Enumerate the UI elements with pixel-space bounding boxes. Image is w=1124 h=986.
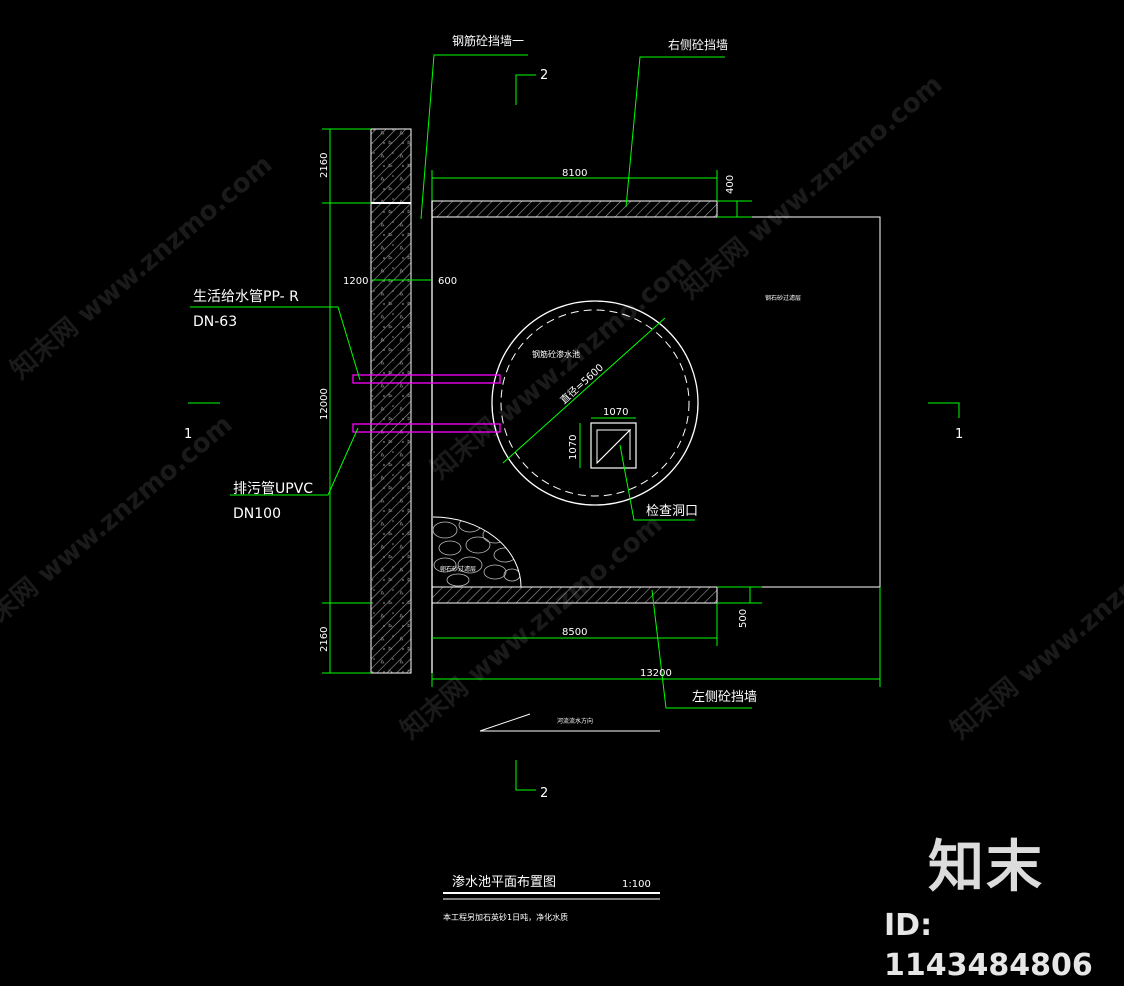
dim-2160-bottom: 2160 bbox=[319, 627, 330, 652]
label-water-pipe-size: DN-63 bbox=[193, 314, 237, 330]
section-mark-top: 2 bbox=[540, 68, 548, 83]
dim-1070-v: 1070 bbox=[568, 435, 579, 460]
gravel-arc bbox=[432, 516, 522, 588]
label-sewage-pipe-size: DN100 bbox=[233, 506, 281, 522]
top-retaining-wall bbox=[431, 200, 718, 218]
dim-13200: 13200 bbox=[640, 668, 672, 679]
flow-direction-arrow bbox=[479, 713, 660, 732]
dim-1070-h: 1070 bbox=[603, 407, 628, 418]
section-mark-left: 1 bbox=[184, 427, 192, 442]
cad-drawing: 知末网 www.znzmo.com 知末网 www.znzmo.com 知末网 … bbox=[0, 33, 1124, 922]
filter-area-outline bbox=[717, 216, 881, 588]
label-gravel-filter: 卵石砂过滤层 bbox=[440, 565, 476, 573]
label-right-wall: 右侧砼挡墙 bbox=[668, 37, 728, 52]
znzmo-logo: 知末 bbox=[928, 835, 1044, 900]
drawing-note: 本工程另加石英砂1日吨，净化水质 bbox=[443, 912, 568, 922]
svg-text:知末网 www.znzmo.com: 知末网 www.znzmo.com bbox=[0, 409, 238, 645]
sewage-pipe bbox=[352, 423, 501, 433]
dimension-lines bbox=[188, 54, 960, 791]
label-flow-direction: 河流流水方向 bbox=[557, 717, 593, 725]
dim-12000: 12000 bbox=[319, 388, 330, 420]
bottom-retaining-wall bbox=[431, 586, 718, 604]
dim-500: 500 bbox=[738, 609, 749, 628]
dim-8500: 8500 bbox=[562, 627, 587, 638]
dim-1200: 1200 bbox=[343, 276, 368, 287]
water-supply-pipe bbox=[352, 374, 501, 384]
document-id: ID: 1143484806 bbox=[884, 908, 1093, 983]
dim-600: 600 bbox=[438, 276, 457, 287]
svg-text:知末网 www.znzmo.com: 知末网 www.znzmo.com bbox=[675, 69, 948, 305]
inspection-opening bbox=[590, 422, 637, 469]
drawing-scale: 1:100 bbox=[622, 879, 651, 890]
label-rebar-wall: 钢筋砼挡墙一 bbox=[452, 33, 524, 48]
seepage-tank bbox=[491, 300, 699, 506]
section-mark-bottom: 2 bbox=[540, 786, 548, 801]
label-inspection-opening: 检查洞口 bbox=[646, 504, 698, 519]
label-sewage-pipe: 排污管UPVC bbox=[233, 481, 313, 497]
label-water-pipe: 生活给水管PP- R bbox=[193, 289, 299, 305]
dim-8100: 8100 bbox=[562, 168, 587, 179]
svg-text:知末网 www.znzmo.com: 知末网 www.znzmo.com bbox=[5, 149, 278, 385]
gravel-filter-area bbox=[433, 517, 521, 587]
svg-text:知末网 www.znzmo.com: 知末网 www.znzmo.com bbox=[945, 509, 1124, 745]
label-seepage-tank: 钢筋砼渗水池 bbox=[532, 349, 580, 359]
svg-text:知末网 www.znzmo.com: 知末网 www.znzmo.com bbox=[395, 509, 668, 745]
svg-text:知末网 www.znzmo.com: 知末网 www.znzmo.com bbox=[425, 249, 698, 485]
dim-400: 400 bbox=[725, 175, 736, 194]
label-left-wall: 左侧砼挡墙 bbox=[692, 690, 757, 705]
dim-2160-top: 2160 bbox=[319, 153, 330, 178]
section-mark-right: 1 bbox=[955, 427, 963, 442]
left-concrete-wall bbox=[370, 128, 412, 674]
label-right-area: 钢石砂过滤层 bbox=[765, 294, 801, 302]
drawing-title: 渗水池平面布置图 bbox=[452, 875, 556, 890]
